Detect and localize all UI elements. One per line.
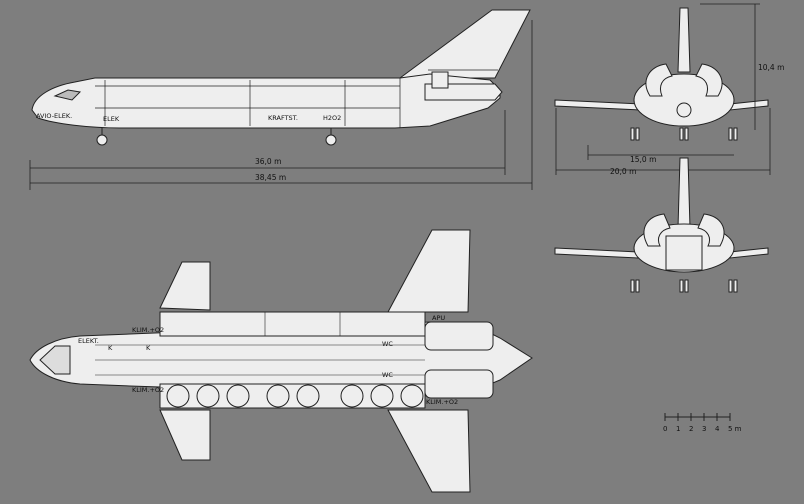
front-upper-gear-2 — [635, 127, 640, 141]
label-klim-o2-bottom: KLIM.+O2 — [132, 386, 164, 394]
dim-length-overall: 38,45 m — [255, 173, 286, 182]
front-lower-gear-5 — [728, 279, 733, 293]
front-lower-pod-right — [697, 213, 725, 247]
top-tank-1 — [166, 384, 190, 408]
label-k-left: K — [108, 344, 113, 352]
front-upper-wing-right — [729, 99, 769, 111]
top-tank-4 — [266, 384, 290, 408]
label-h2o2: H2O2 — [323, 114, 341, 122]
dim-track: 15,0 m — [630, 155, 656, 164]
scale-label-1: 1 — [676, 425, 680, 433]
label-elekt: ELEKT. — [78, 337, 99, 345]
front-lower-cargo-section — [665, 235, 703, 271]
scale-label-4: 4 — [715, 425, 720, 433]
label-klim-o2-top: KLIM.+O2 — [132, 326, 164, 334]
side-dimensions — [29, 20, 533, 190]
top-tank-5 — [296, 384, 320, 408]
top-wing-lower — [387, 409, 471, 493]
side-labels: AVIO-ELEK. ELEK KRAFTST. H2O2 — [36, 112, 341, 123]
scale-label-3: 3 — [702, 425, 706, 433]
dim-length-inner: 36,0 m — [255, 157, 281, 166]
front-lower-gear-6 — [733, 279, 738, 293]
front-upper-gear-4 — [684, 127, 689, 141]
front-dimensions — [555, 3, 771, 175]
top-forward-fin-lower — [159, 409, 211, 461]
label-wc-top: WC — [382, 340, 393, 348]
top-engine-upper — [424, 321, 494, 351]
scale-bar — [664, 413, 731, 421]
top-tank-7 — [370, 384, 394, 408]
front-lower-wing-right — [729, 247, 769, 259]
front-lower-gear-3 — [679, 279, 684, 293]
side-vertical-tail — [398, 9, 531, 79]
dim-height: 10,4 m — [758, 63, 784, 72]
side-tail-window — [431, 71, 449, 89]
scale-label-0: 0 — [663, 425, 667, 433]
front-upper-gear-3 — [679, 127, 684, 141]
side-view — [31, 9, 531, 146]
front-upper-pod-left — [645, 63, 673, 97]
front-lower-gear-1 — [630, 279, 635, 293]
front-lower-gear-4 — [684, 279, 689, 293]
top-fuselage — [29, 321, 533, 397]
top-tank-2 — [196, 384, 220, 408]
top-view — [29, 229, 533, 493]
scale-labels: 0 1 2 3 4 5 m — [663, 425, 742, 433]
label-k-right: K — [146, 344, 151, 352]
front-upper-gear-5 — [728, 127, 733, 141]
front-lower-wing-left — [554, 247, 639, 259]
top-tank-8 — [400, 384, 424, 408]
top-wing-upper — [387, 229, 471, 313]
label-apu: APU — [432, 314, 445, 322]
front-lower-pod-left — [643, 213, 671, 247]
top-bay-upper — [159, 311, 426, 337]
front-upper-wing-left — [554, 99, 641, 111]
side-fuselage — [31, 73, 501, 129]
top-forward-fin-upper — [159, 261, 211, 311]
dim-span: 20,0 m — [610, 167, 636, 176]
front-lower-gear-2 — [635, 279, 640, 293]
front-view-upper — [554, 7, 769, 141]
label-elek: ELEK — [103, 115, 120, 123]
front-upper-nose — [676, 102, 692, 118]
front-upper-gear-1 — [630, 127, 635, 141]
side-nose-wheel — [96, 134, 108, 146]
front-view-lower — [554, 157, 769, 293]
top-tank-3 — [226, 384, 250, 408]
label-avio-elek: AVIO-ELEK. — [36, 112, 72, 120]
top-labels: ELEKT. K K KLIM.+O2 KLIM.+O2 KLIM.+O2 AP… — [78, 314, 458, 406]
top-cockpit — [39, 345, 71, 375]
label-kraftst: KRAFTST. — [268, 114, 298, 122]
side-cockpit-window — [53, 89, 82, 101]
label-klim-o2-right: KLIM.+O2 — [426, 398, 458, 406]
side-main-wheel — [325, 134, 337, 146]
scale-label-5: 5 m — [728, 425, 742, 433]
top-engine-lower — [424, 369, 494, 399]
scale-label-2: 2 — [689, 425, 693, 433]
front-upper-pod-right — [695, 63, 723, 97]
top-tank-6 — [340, 384, 364, 408]
front-upper-gear-6 — [733, 127, 738, 141]
front-lower-fin — [677, 157, 691, 229]
front-upper-fin — [677, 7, 691, 73]
label-wc-bottom: WC — [382, 371, 393, 379]
